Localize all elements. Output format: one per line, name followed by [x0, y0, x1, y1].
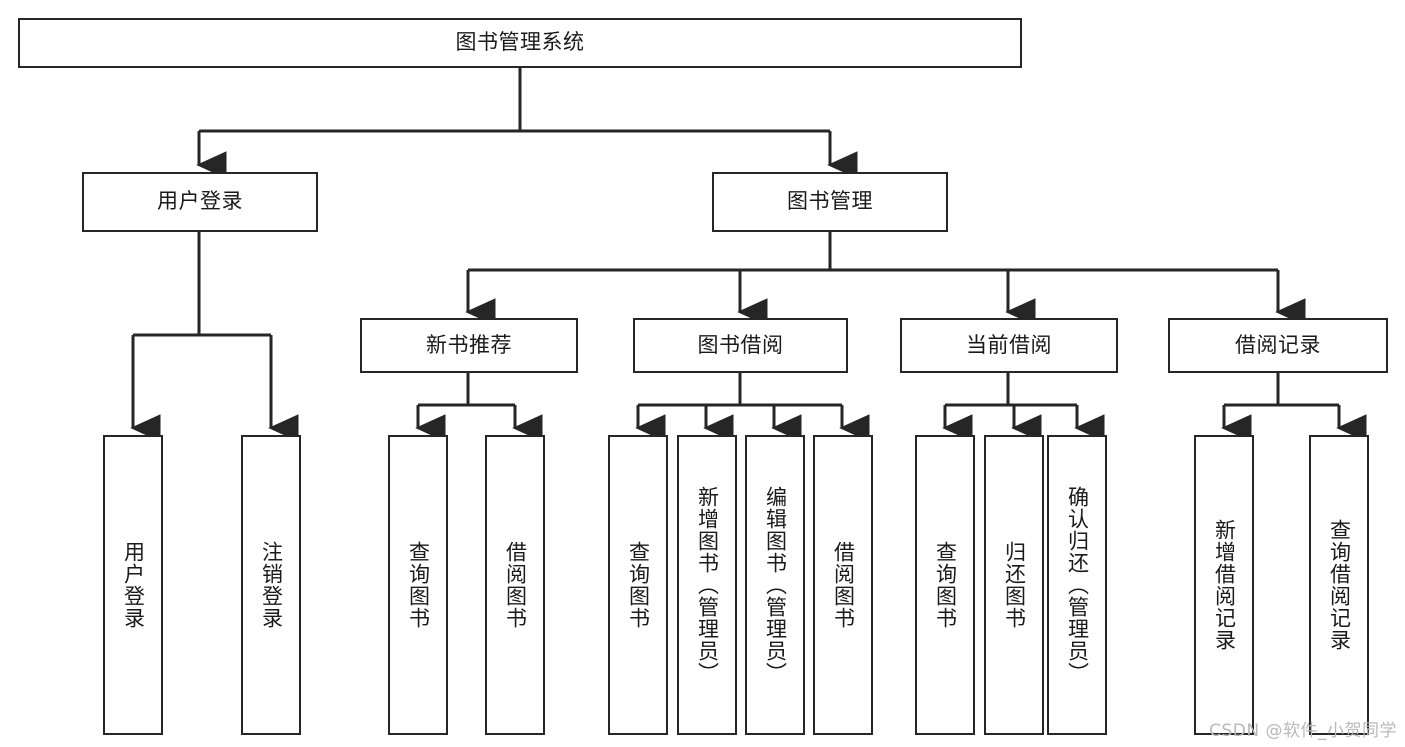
- node-label: 确认归还（管理员）: [1065, 486, 1090, 684]
- node-label: 用户登录: [121, 541, 146, 629]
- node-leaf-query-books-newbook[interactable]: 查询图书: [388, 435, 448, 735]
- node-leaf-user-login[interactable]: 用户登录: [103, 435, 163, 735]
- node-label: 图书管理: [787, 189, 873, 214]
- node-leaf-add-borrow-record[interactable]: 新增借阅记录: [1194, 435, 1254, 735]
- node-new-book-recommendation[interactable]: 新书推荐: [360, 318, 578, 373]
- node-current-borrowing[interactable]: 当前借阅: [900, 318, 1118, 373]
- node-leaf-add-book-admin[interactable]: 新增图书（管理员）: [677, 435, 737, 735]
- node-borrowing-record[interactable]: 借阅记录: [1168, 318, 1388, 373]
- node-label: 借阅图书: [503, 541, 528, 629]
- node-label: 当前借阅: [966, 332, 1052, 357]
- node-book-management[interactable]: 图书管理: [712, 172, 948, 232]
- node-label: 查询借阅记录: [1327, 519, 1352, 651]
- node-leaf-edit-book-admin[interactable]: 编辑图书（管理员）: [745, 435, 805, 735]
- node-label: 新书推荐: [426, 332, 512, 357]
- node-leaf-query-books-current[interactable]: 查询图书: [915, 435, 975, 735]
- node-leaf-confirm-return-admin[interactable]: 确认归还（管理员）: [1047, 435, 1107, 735]
- node-label: 图书管理系统: [455, 30, 585, 55]
- node-label: 查询图书: [626, 541, 651, 629]
- node-leaf-query-books-borrow[interactable]: 查询图书: [608, 435, 668, 735]
- node-label: 新增借阅记录: [1212, 519, 1237, 651]
- node-leaf-borrow-books-newbook[interactable]: 借阅图书: [485, 435, 545, 735]
- node-label: 注销登录: [259, 541, 284, 629]
- csdn-watermark: CSDN @软件_小贺同学: [1209, 721, 1397, 741]
- node-label: 借阅图书: [831, 541, 856, 629]
- node-label: 查询图书: [933, 541, 958, 629]
- node-label: 查询图书: [406, 541, 431, 629]
- node-root-book-management-system[interactable]: 图书管理系统: [18, 18, 1022, 68]
- node-user-login[interactable]: 用户登录: [82, 172, 318, 232]
- node-label: 借阅记录: [1235, 332, 1321, 357]
- node-book-borrowing[interactable]: 图书借阅: [633, 318, 848, 373]
- node-leaf-return-books[interactable]: 归还图书: [984, 435, 1044, 735]
- node-label: 归还图书: [1002, 541, 1027, 629]
- node-leaf-logout[interactable]: 注销登录: [241, 435, 301, 735]
- node-leaf-borrow-books[interactable]: 借阅图书: [813, 435, 873, 735]
- node-label: 编辑图书（管理员）: [763, 486, 788, 684]
- node-leaf-query-borrow-record[interactable]: 查询借阅记录: [1309, 435, 1369, 735]
- node-label: 新增图书（管理员）: [695, 486, 720, 684]
- node-label: 用户登录: [157, 189, 243, 214]
- node-label: 图书借阅: [697, 332, 784, 357]
